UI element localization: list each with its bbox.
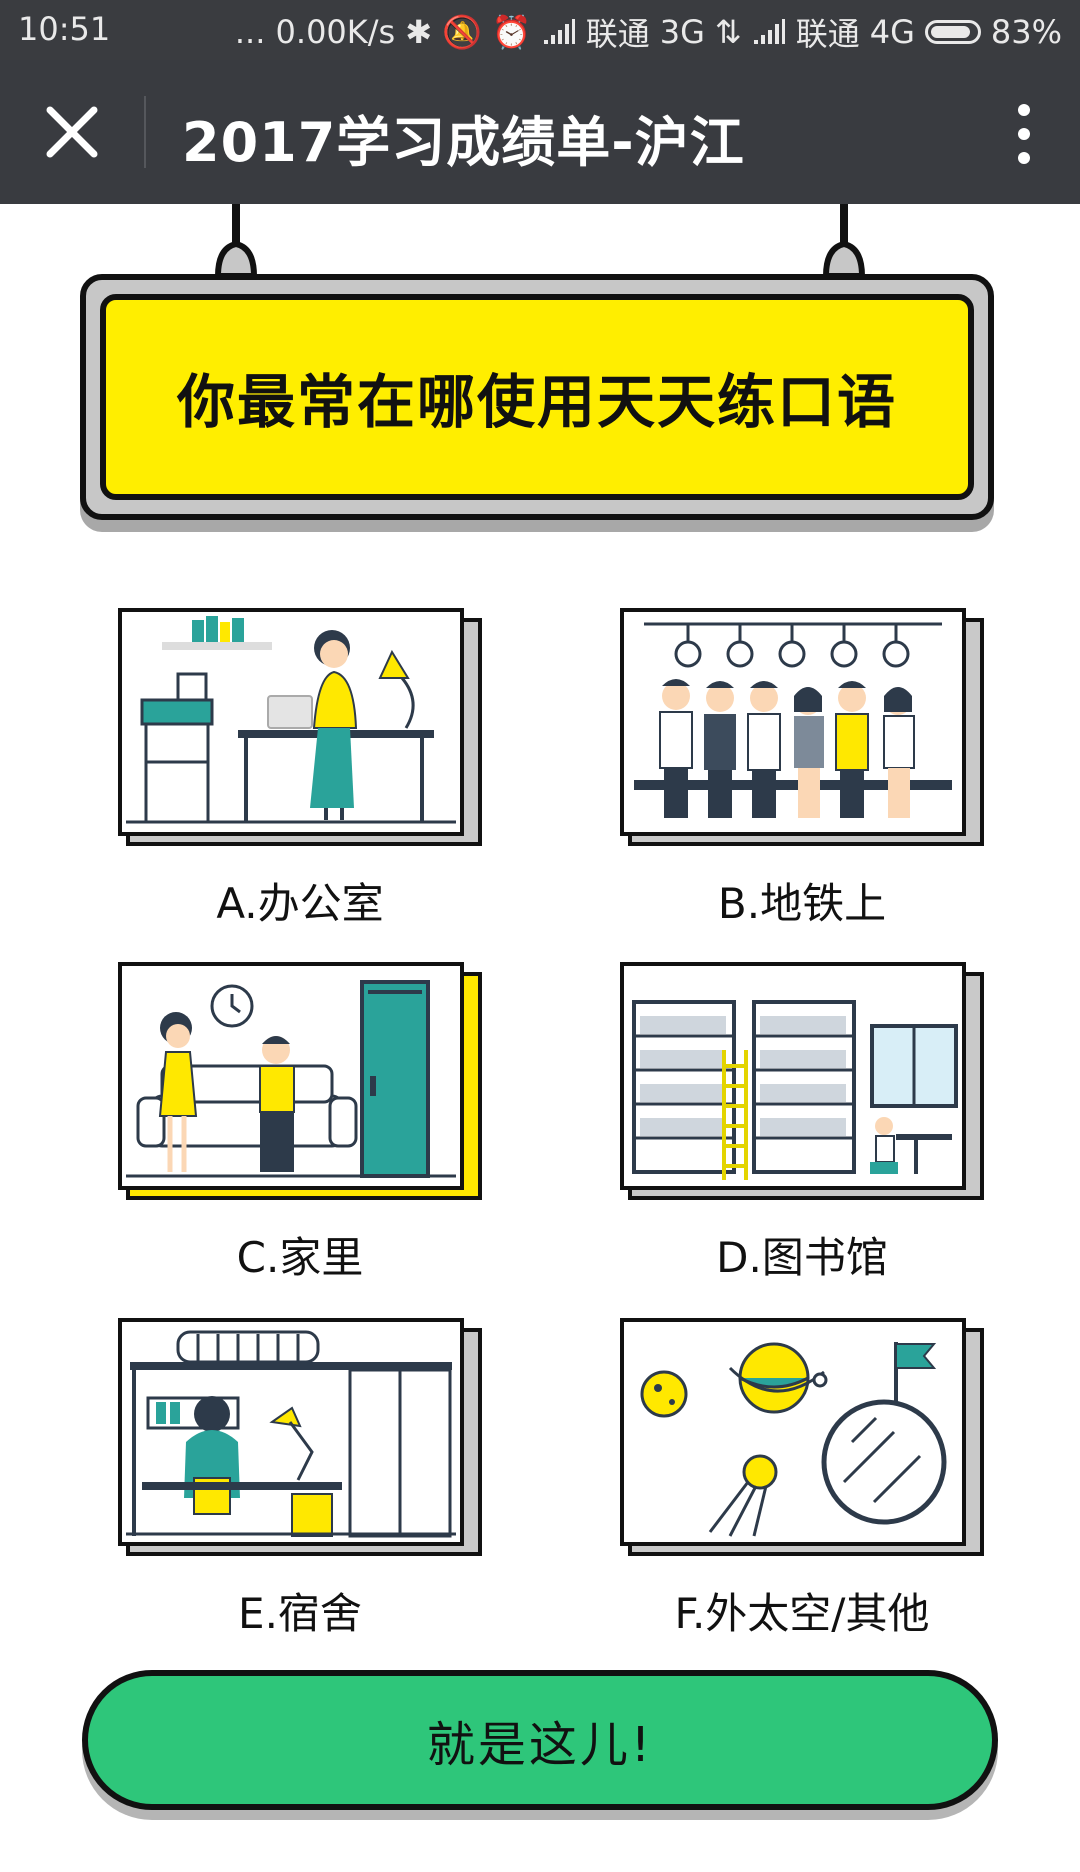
option-subway[interactable]: B.地铁上 [620,608,990,928]
title-divider [144,96,146,168]
option-label: C.家里 [236,1233,364,1282]
option-home[interactable]: C.家里 [118,962,488,1282]
option-label: B.地铁上 [717,879,887,928]
option-label: F.外太空/其他 [674,1589,930,1638]
option-dorm[interactable]: E.宿舍 [118,1318,488,1638]
question-board: 你最常在哪使用天天练口语 [80,274,994,520]
signal-icon [543,19,575,44]
sign-hangers [214,204,866,279]
mute-icon: 🔕 [442,13,482,51]
network-speed: ... 0.00K/s [234,13,396,51]
option-frame[interactable] [118,608,482,846]
status-bar: 10:51 ... 0.00K/s ✱ 🔕 ⏰ 联通 3G ⇅ 联通 4G 83… [0,0,1080,60]
option-frame[interactable] [118,962,482,1200]
question-text: 你最常在哪使用天天练口语 [176,368,897,436]
dorm-illustration [118,1318,464,1546]
subway-illustration [620,608,966,836]
option-library[interactable]: D.图书馆 [620,962,990,1282]
option-label: E.宿舍 [238,1589,362,1638]
option-label: A.办公室 [216,879,384,928]
status-time: 10:51 [18,10,111,48]
battery-icon [924,20,981,44]
option-label: D.图书馆 [716,1233,888,1282]
library-illustration [620,962,966,1190]
submit-label: 就是这儿! [426,1717,654,1773]
alarm-icon: ⏰ [491,13,532,51]
carrier-2: 联通 [795,15,860,53]
space-illustration [620,1318,966,1546]
bluetooth-icon: ✱ [405,13,433,51]
battery-percent: 83% [990,13,1062,51]
carrier-1: 联通 [585,15,650,53]
network-type-2: 4G [869,13,915,51]
title-bar: 2017学习成绩单-沪江 [0,60,1080,204]
question-inner: 你最常在哪使用天天练口语 [100,294,974,500]
data-arrows-icon: ⇅ [714,13,742,51]
option-frame[interactable] [620,962,984,1200]
signal-icon-2 [753,19,785,44]
page-title: 2017学习成绩单-沪江 [182,111,745,174]
option-frame[interactable] [118,1318,482,1556]
home-illustration [118,962,464,1190]
close-icon[interactable] [36,96,108,168]
option-frame[interactable] [620,608,984,846]
option-office[interactable]: A.办公室 [118,608,488,928]
option-space[interactable]: F.外太空/其他 [620,1318,990,1638]
network-type-1: 3G [659,13,705,51]
status-indicators: ... 0.00K/s ✱ 🔕 ⏰ 联通 3G ⇅ 联通 4G 83% [235,9,1062,55]
question-sign: 你最常在哪使用天天练口语 [80,204,1000,544]
office-illustration [118,608,464,836]
submit-button[interactable]: 就是这儿! [82,1670,998,1810]
option-frame[interactable] [620,1318,984,1556]
more-vertical-icon[interactable] [1002,98,1046,170]
